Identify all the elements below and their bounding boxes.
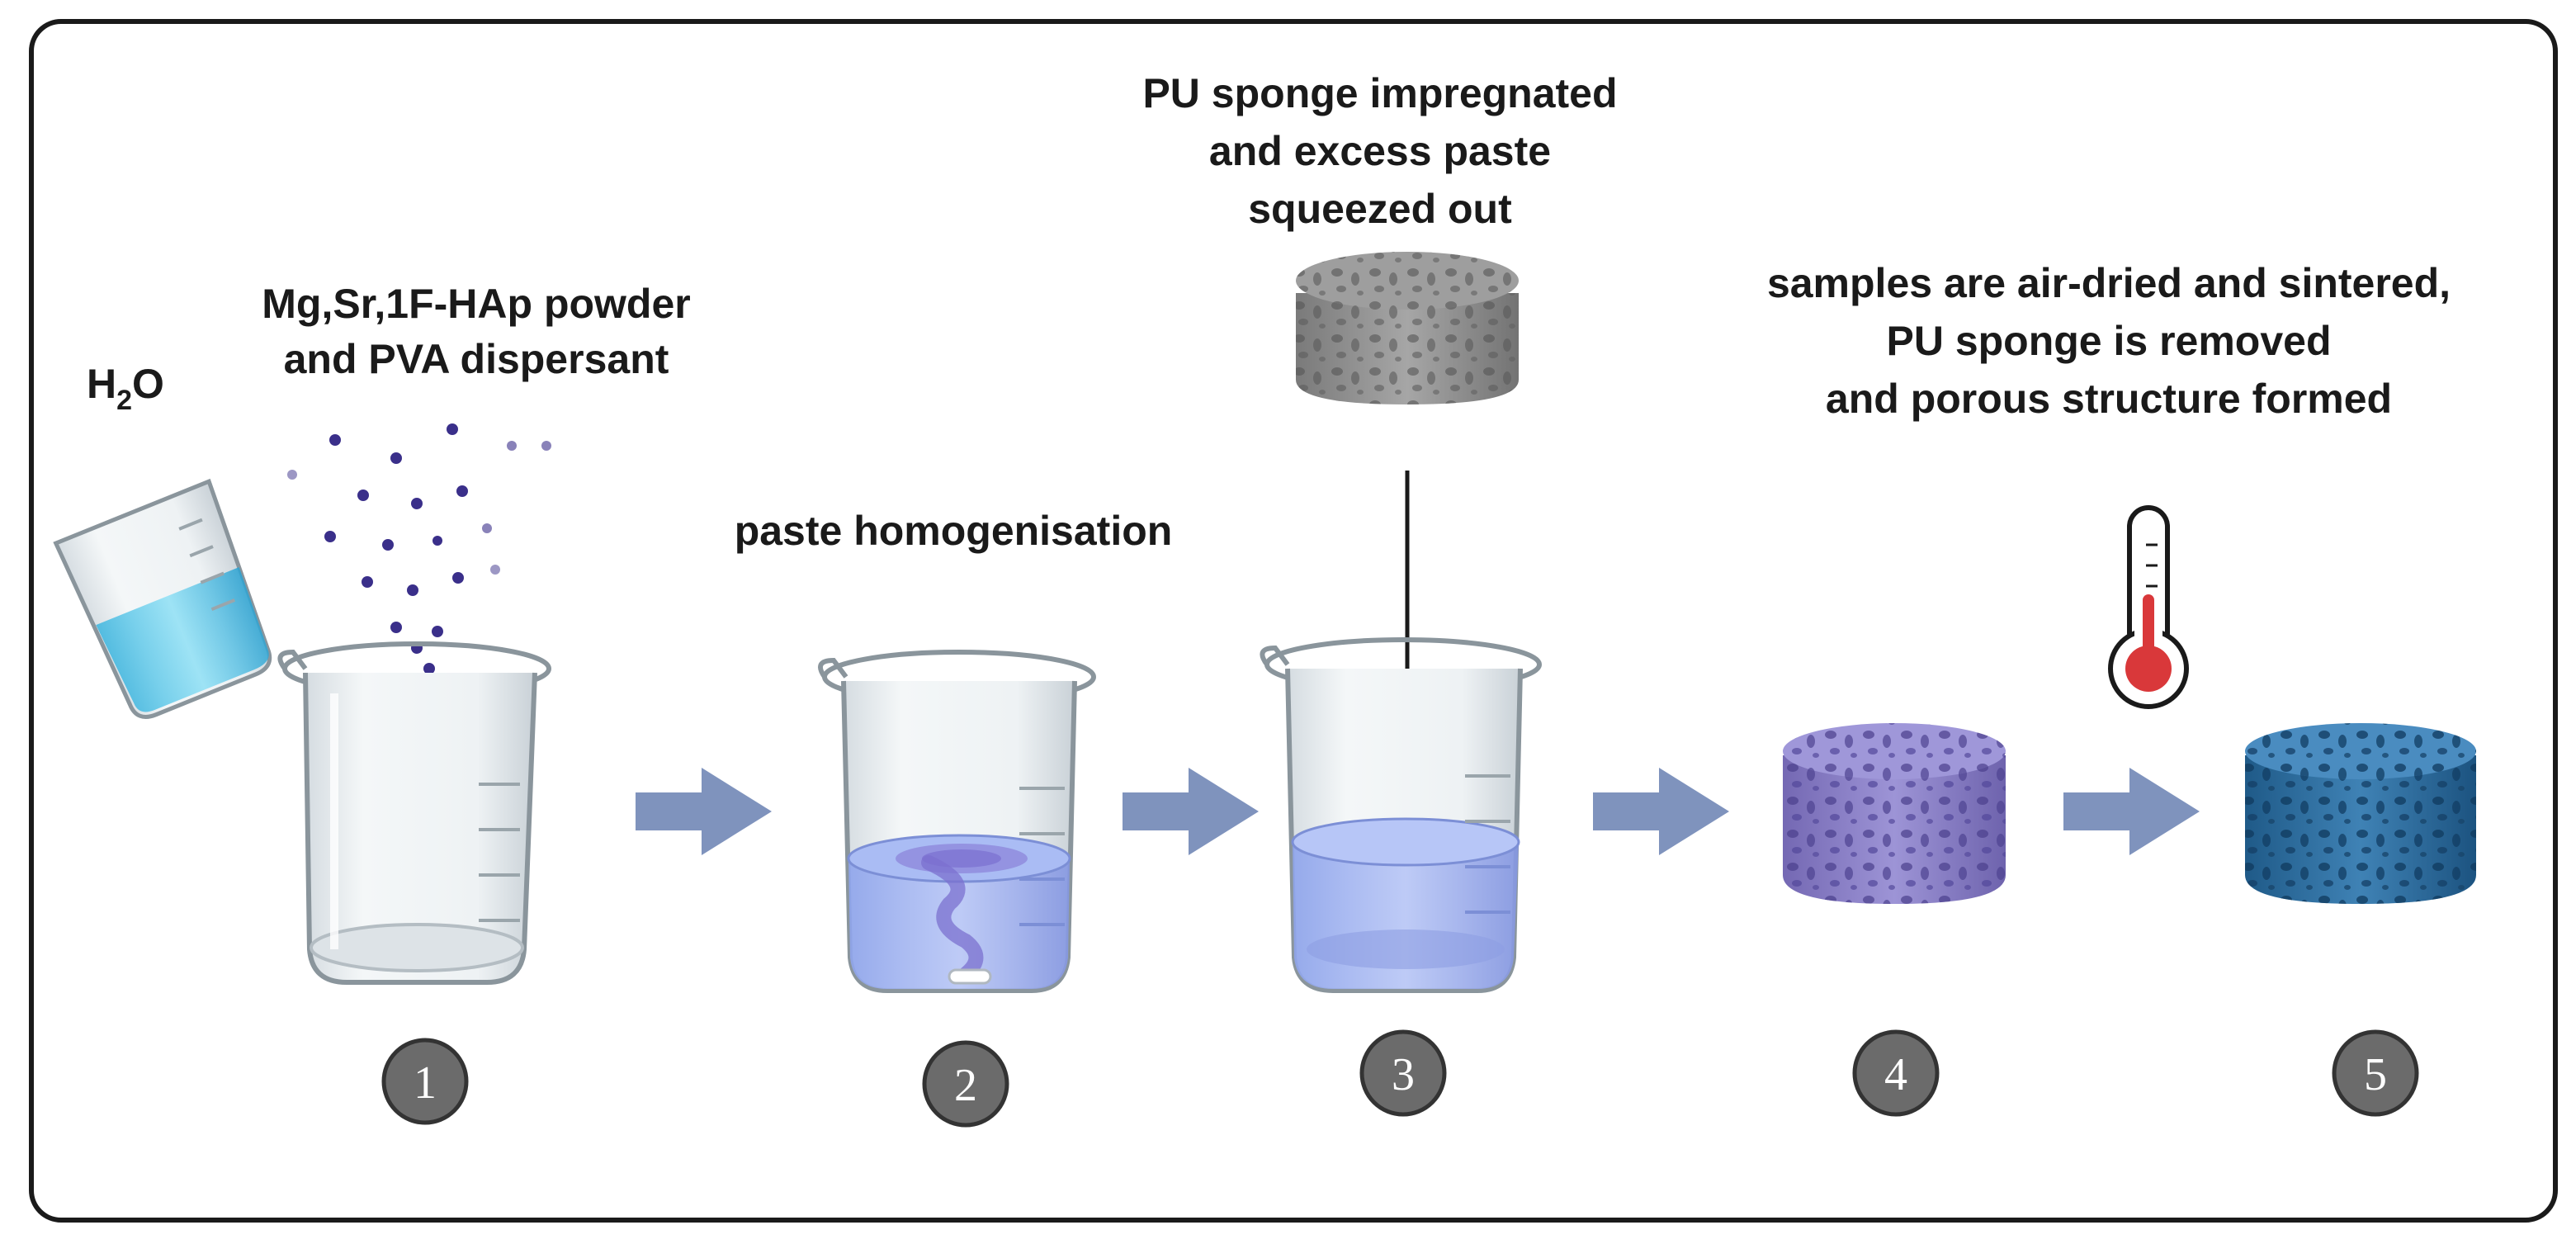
step-badge-1: 1	[381, 1038, 469, 1125]
label-impregnation-line2: and excess paste	[1209, 128, 1551, 174]
svg-text:5: 5	[2364, 1049, 2387, 1100]
beaker-homogenisation	[818, 650, 1096, 993]
label-sintering-line2: PU sponge is removed	[1886, 318, 2331, 364]
svg-text:3: 3	[1392, 1049, 1415, 1100]
label-impregnation-line3: squeezed out	[1248, 186, 1512, 232]
label-sintering-line3: and porous structure formed	[1826, 376, 2392, 422]
label-water: H2O	[87, 361, 164, 416]
label-sintering-line1: samples are air-dried and sintered,	[1767, 260, 2451, 306]
arrow-3-4	[1593, 768, 1729, 855]
diagram-frame	[29, 19, 2558, 1223]
svg-text:2: 2	[954, 1060, 977, 1111]
thermometer-icon	[2108, 505, 2189, 709]
label-powder-line1: Mg,Sr,1F-HAp powder	[262, 281, 690, 327]
svg-text:1: 1	[414, 1057, 437, 1109]
pouring-beaker	[53, 478, 272, 719]
svg-text:4: 4	[1884, 1049, 1907, 1100]
label-homogenisation: paste homogenisation	[735, 508, 1173, 554]
step-badge-3: 3	[1359, 1029, 1447, 1117]
arrow-2-3	[1123, 768, 1259, 855]
sponge-purple	[1783, 723, 2006, 904]
step-badge-5: 5	[2332, 1029, 2419, 1117]
beaker-paste	[1260, 637, 1542, 993]
step-badge-2: 2	[922, 1040, 1009, 1128]
arrow-4-5	[2063, 768, 2200, 855]
step-badge-4: 4	[1852, 1029, 1940, 1117]
label-powder-line2: and PVA dispersant	[284, 336, 669, 382]
label-impregnation-line1: PU sponge impregnated	[1142, 70, 1617, 116]
powder-particles	[287, 423, 551, 674]
arrow-1-2	[636, 768, 772, 855]
sponge-blue	[2245, 723, 2476, 904]
sponge-gray	[1296, 252, 1519, 404]
beaker-empty	[277, 641, 551, 985]
